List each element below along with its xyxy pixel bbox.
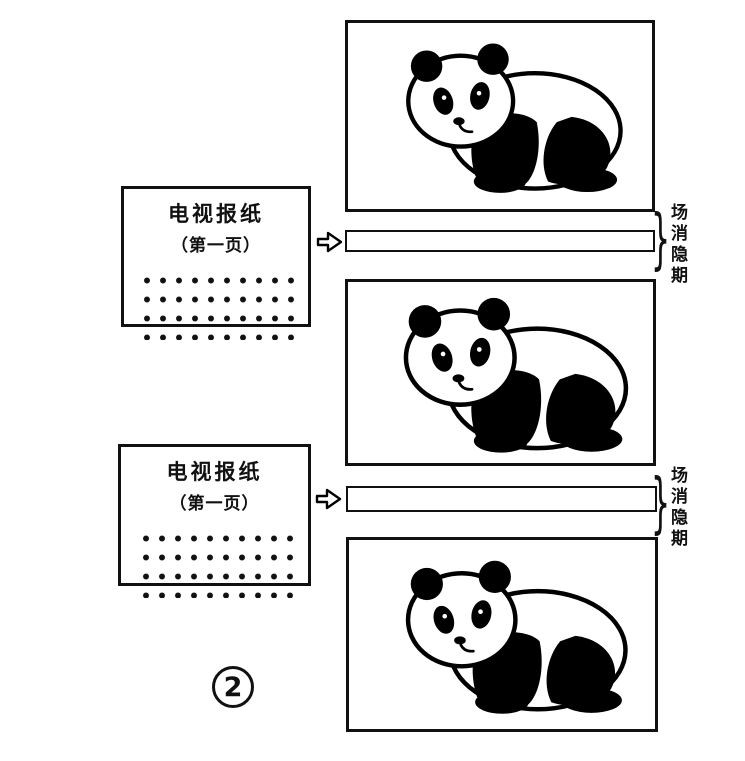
field-blanking-label-2: 场消隐期 <box>667 466 687 550</box>
arrow-right-icon <box>315 488 342 514</box>
teletext-subtitle: （第一页） <box>169 494 260 514</box>
blanking-interval-bar-2 <box>346 486 657 512</box>
tv-frame-panel-3 <box>346 537 658 732</box>
figure-number-badge: 2 <box>212 666 254 708</box>
blanking-interval-bar-1 <box>345 230 655 252</box>
dot-matrix <box>135 266 297 340</box>
dot-matrix <box>133 524 296 598</box>
panda-illustration <box>366 33 634 199</box>
panda-illustration <box>361 287 641 459</box>
brace-icon: } <box>651 201 671 279</box>
brace-icon: } <box>651 465 671 543</box>
tv-frame-panel-2 <box>345 279 656 466</box>
teletext-page-box-2: 电视报纸 （第一页） <box>118 444 311 598</box>
tv-frame-panel-1 <box>345 20 655 212</box>
teletext-title: 电视报纸 <box>166 460 263 484</box>
teletext-page-box-1: 电视报纸 （第一页） <box>121 186 311 340</box>
teletext-subtitle: （第一页） <box>171 236 261 256</box>
arrow-right-icon <box>316 231 343 257</box>
panda-illustration <box>366 550 638 720</box>
teletext-title: 电视报纸 <box>168 202 264 226</box>
field-blanking-label-1: 场消隐期 <box>667 203 687 287</box>
